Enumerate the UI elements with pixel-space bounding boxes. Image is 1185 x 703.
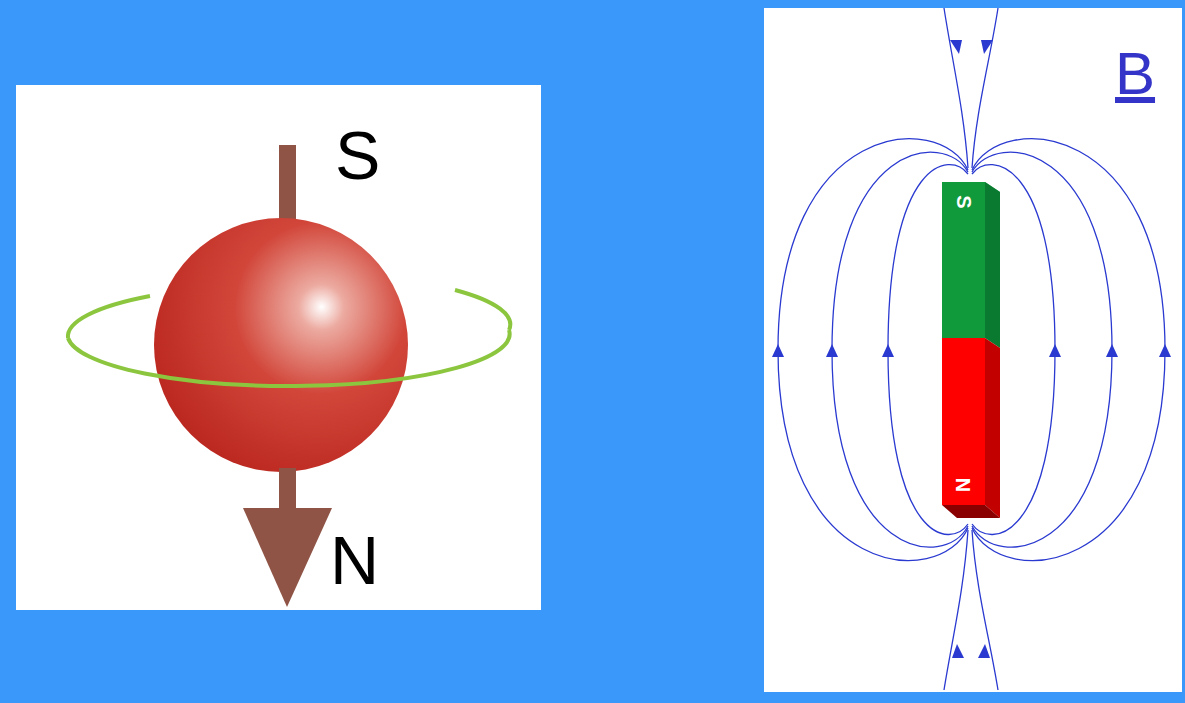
- pole-letter: N: [953, 478, 973, 492]
- orbit-back-right: [455, 290, 510, 330]
- right-panel: [764, 8, 1182, 692]
- magnet-side-face: [985, 182, 1000, 348]
- orbit-front: [68, 330, 510, 386]
- magnet-north-pole: N: [942, 338, 985, 505]
- north-pole-label: N: [330, 526, 379, 594]
- magnet-side-face: [985, 338, 1000, 518]
- spin-arrow-shaft: [279, 468, 296, 513]
- orbit-back-left: [68, 296, 150, 338]
- spin-arrow-head: [243, 508, 332, 607]
- magnet-bottom-edge: [942, 505, 1000, 518]
- left-panel: [16, 85, 541, 610]
- field-lines: [778, 8, 1165, 690]
- field-symbol: B: [1115, 44, 1155, 104]
- field-arrows: [772, 40, 1171, 658]
- magnet-south-pole: S: [942, 182, 985, 338]
- pole-letter: S: [954, 195, 974, 208]
- spinning-particle: [154, 218, 408, 472]
- south-pole-label: S: [335, 121, 380, 189]
